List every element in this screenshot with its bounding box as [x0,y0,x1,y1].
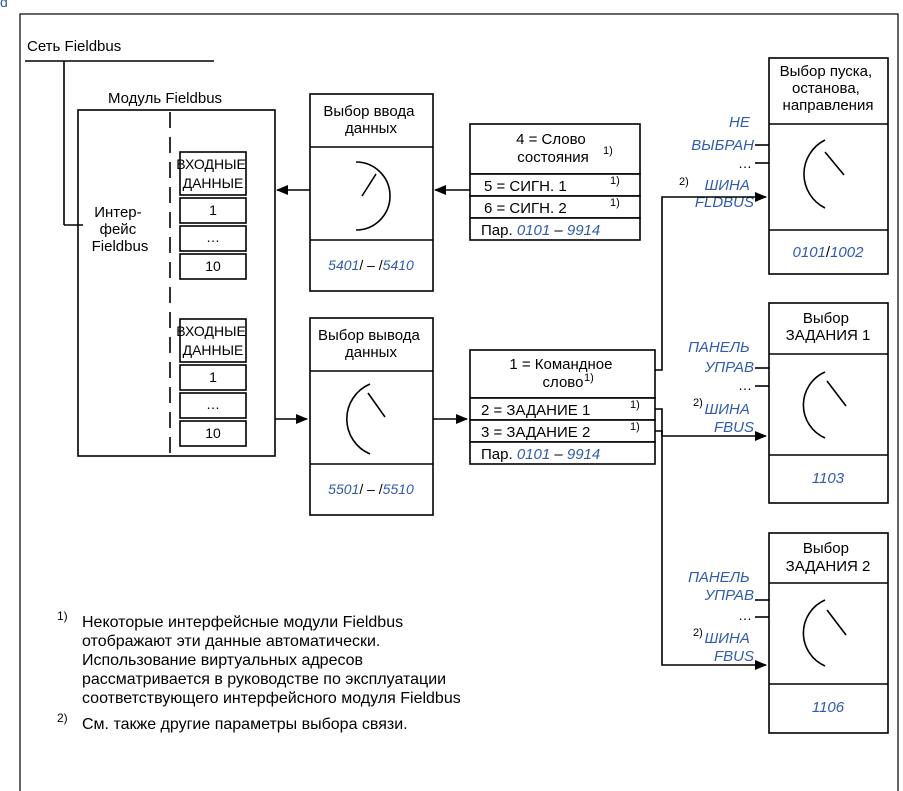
svg-text:Выбор вывода данных: Выбор вывода данных [318,327,424,361]
svg-text:ШИНА FLDBUS: ШИНА FLDBUS [695,177,754,211]
svg-text:ВХОДНЫЕ ДАННЫЕ: ВХОДНЫЕ ДАННЫЕ [176,323,249,358]
svg-text:…: … [738,607,752,623]
svg-text:6 = СИГН. 2: 6 = СИГН. 2 [484,200,567,217]
output-data-select: Выбор вывода данных 5501/ – /5510 [309,317,434,516]
status-list: 4 = Слово состояния 1) 5 = СИГН. 1 1) 6 … [469,123,641,241]
svg-text:1): 1) [610,175,620,187]
svg-text:…: … [206,396,220,412]
svg-text:…: … [738,377,752,393]
svg-text:10: 10 [205,425,221,441]
selector-dial [802,599,826,667]
svg-text:Некоторые интерфейсные модули: Некоторые интерфейсные модули Fieldbus о… [82,614,461,707]
footnotes: 1) Некоторые интерфейсные модули Fieldbu… [57,609,461,733]
selector-dial [346,383,371,455]
svg-text:Пар. 0101 – 9914: Пар. 0101 – 9914 [481,446,600,463]
network-label: Сеть Fieldbus [27,38,121,55]
svg-text:10: 10 [205,258,221,274]
svg-text:ПАНЕЛЬ УПРАВ: ПАНЕЛЬ УПРАВ [688,339,754,376]
svg-text:Выбор ЗАДАНИЯ 2: Выбор ЗАДАНИЯ 2 [786,540,871,575]
selector-needle [826,609,847,636]
diagram-frame [19,13,899,791]
svg-text:ПАНЕЛЬ УПРАВ: ПАНЕЛЬ УПРАВ [688,569,754,604]
input-data-select: Выбор ввода данных 5401/ – /5410 [309,93,434,292]
signal-flow-arrows [275,185,767,670]
svg-text:1106: 1106 [812,699,845,716]
start-stop-dir-select: Выбор пуска, останова, направления 0101/… [679,57,889,275]
input-select-param: 5401/ – /5410 [328,257,414,273]
fieldbus-module-box [77,109,276,457]
svg-text:4 = Слово состояния: 4 = Слово состояния [516,131,590,166]
module-output-table: ВХОДНЫЕ ДАННЫЕ 1 … 10 [176,318,249,447]
output-select-param: 5501/ – /5510 [328,481,414,497]
svg-text:Выбор ЗАДАНИЯ 1: Выбор ЗАДАНИЯ 1 [786,310,871,344]
svg-text:Пар. 0101 – 9914: Пар. 0101 – 9914 [481,222,600,239]
selector-dial [802,371,826,439]
svg-text:2 = ЗАДАНИЕ 1: 2 = ЗАДАНИЕ 1 [481,402,590,419]
svg-text:2): 2) [693,397,703,409]
interface-label: Интер- фейс Fieldbus [92,204,149,255]
selector-needle [824,151,845,176]
svg-text:Выбор пуска, останова,: Выбор пуска, останова, направления [780,63,877,114]
selector-dial [803,139,826,209]
svg-text:2): 2) [693,627,703,639]
svg-text:1): 1) [603,145,613,157]
start-select-param: 0101/1002 [793,244,865,261]
svg-text:2): 2) [57,711,68,725]
corner-mark: d [0,0,8,10]
svg-text:1): 1) [584,372,594,384]
svg-text:1): 1) [57,609,68,623]
svg-text:5 = СИГН. 1: 5 = СИГН. 1 [484,178,567,195]
selector-needle [361,173,377,197]
svg-text:См. также другие параметры выб: См. также другие параметры выбора связи. [82,716,408,733]
svg-text:ШИНА FBUS: ШИНА FBUS [704,401,754,436]
selector-dial [355,161,391,231]
svg-text:1 = Командное слово: 1 = Командное слово [509,356,616,391]
module-title: Модуль Fieldbus [108,90,222,107]
selector-needle [367,392,386,418]
svg-text:ВХОДНЫЕ ДАННЫЕ: ВХОДНЫЕ ДАННЫЕ [176,156,249,191]
svg-text:1103: 1103 [812,470,845,487]
svg-text:1: 1 [209,202,217,218]
svg-text:Выбор ввода данных: Выбор ввода данных [323,103,418,137]
svg-text:3 = ЗАДАНИЕ 2: 3 = ЗАДАНИЕ 2 [481,424,590,441]
command-list: 1 = Командное слово 1) 2 = ЗАДАНИЕ 1 1) … [469,349,656,465]
svg-text:1): 1) [610,197,620,209]
module-input-table: ВХОДНЫЕ ДАННЫЕ 1 … 10 [176,151,249,280]
svg-text:1: 1 [209,369,217,385]
svg-text:…: … [738,155,752,171]
ref1-select: Выбор ЗАДАНИЯ 1 1103 ПАНЕЛЬ УПРАВ … 2) Ш… [688,302,889,504]
selector-needle [826,380,847,407]
svg-text:НЕ ВЫБРАН: НЕ ВЫБРАН [691,114,754,154]
svg-text:1): 1) [630,421,640,433]
svg-text:2): 2) [679,176,689,188]
svg-text:…: … [206,229,220,245]
svg-text:1): 1) [630,399,640,411]
ref2-select: Выбор ЗАДАНИЯ 2 1106 ПАНЕЛЬ УПРАВ … 2) Ш… [688,532,889,734]
svg-text:ШИНА FBUS: ШИНА FBUS [704,630,754,665]
